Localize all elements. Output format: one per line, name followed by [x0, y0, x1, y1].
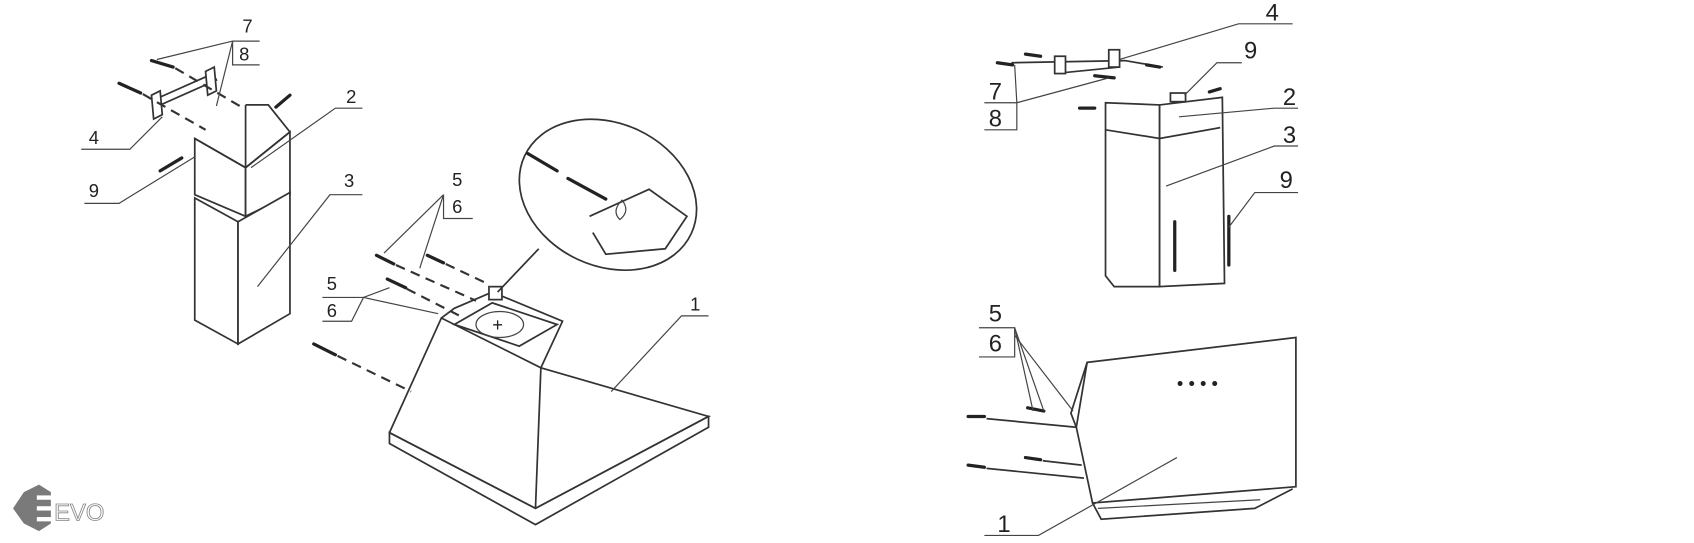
- label-5: 5: [989, 300, 1002, 327]
- chimney-lower: [193, 191, 291, 346]
- label-9: 9: [1244, 37, 1257, 64]
- label-4: 4: [89, 127, 99, 148]
- logo-text: EVO: [54, 499, 104, 526]
- label-5: 5: [327, 273, 337, 294]
- label-8: 8: [239, 44, 249, 65]
- detail-callout: [496, 118, 698, 293]
- label-2: 2: [1283, 84, 1296, 111]
- svg-text:• • • •: • • • •: [1177, 372, 1218, 393]
- label-6: 6: [327, 300, 337, 321]
- inclined-hood: • • • •: [1069, 336, 1297, 521]
- label-5: 5: [452, 169, 462, 190]
- wall-bracket: [150, 65, 218, 121]
- right-assembly: • • • • 4 9 7 8 2 3 9 5 6: [966, 0, 1299, 538]
- label-6: 6: [989, 331, 1002, 358]
- label-1: 1: [690, 293, 700, 314]
- chimney: [1104, 92, 1231, 288]
- label-2: 2: [346, 86, 356, 107]
- label-9: 9: [89, 180, 99, 201]
- leader-lines-right: [978, 23, 1299, 537]
- svg-text:+: +: [492, 314, 503, 335]
- label-3: 3: [344, 170, 354, 191]
- label-6: 6: [452, 196, 462, 217]
- label-1: 1: [997, 511, 1010, 538]
- label-7: 7: [242, 15, 252, 36]
- hood-body: +: [388, 285, 711, 526]
- label-9: 9: [1280, 167, 1293, 194]
- bracket-screws: [117, 58, 292, 173]
- label-3: 3: [1283, 122, 1296, 149]
- label-4: 4: [1266, 0, 1279, 27]
- leader-lines: [81, 40, 709, 392]
- evo-logo: EVO: [13, 484, 105, 532]
- left-assembly: +: [81, 15, 711, 526]
- label-7: 7: [989, 79, 1002, 106]
- label-8: 8: [989, 106, 1002, 133]
